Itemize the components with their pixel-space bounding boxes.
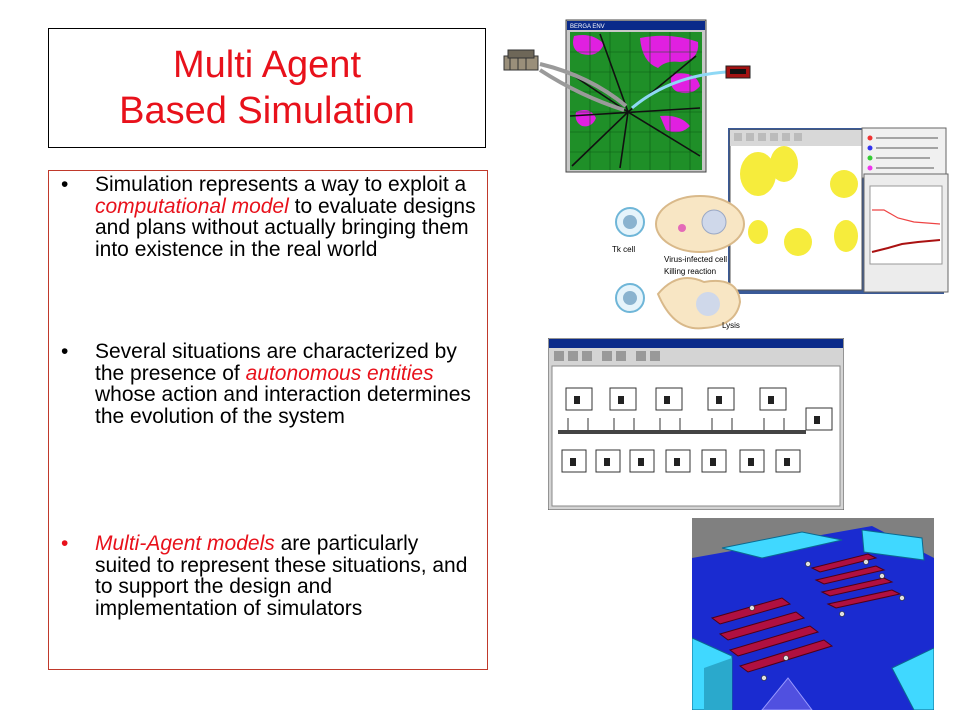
bullet-text: Several situations are characterized by … (95, 340, 471, 428)
bullet-multi-agent-models: • Multi-Agent models are particularly su… (61, 533, 479, 619)
highlight-computational-model: computational model (95, 194, 289, 218)
bullet-simulation: • Simulation represents a way to exploit… (61, 174, 479, 260)
tk-cell-label: Tk cell (612, 245, 635, 254)
map-window-title: BERGA ENV (570, 24, 605, 30)
tk-cell-icon (615, 207, 645, 237)
workflow-simulation-image (548, 338, 844, 510)
bullet-text: Multi-Agent models are particularly suit… (95, 532, 468, 620)
virus-cell-icon (655, 195, 745, 253)
bullet-marker: • (61, 340, 69, 363)
lysis-cell-icon (615, 277, 742, 330)
bullet-marker: • (61, 532, 69, 555)
cell-simulation-image: Tk cell Virus-infected cell Killing reac… (608, 124, 952, 336)
slide-title-line2: Based Simulation (119, 90, 415, 132)
bullet-text: Simulation represents a way to exploit a… (95, 173, 476, 261)
virus-cell-label: Virus-infected cell (664, 255, 727, 264)
highlight-autonomous-entities: autonomous entities (245, 361, 434, 385)
map-simulation-image: BERGA ENV (500, 16, 752, 176)
slide-title-box: Multi Agent Based Simulation (48, 28, 486, 148)
building-icon (503, 49, 539, 71)
killing-reaction-label: Killing reaction (664, 267, 716, 276)
slide-body-box: • Simulation represents a way to exploit… (48, 170, 488, 670)
warehouse-3d-image (692, 518, 934, 710)
bullet-marker: • (61, 173, 69, 196)
device-icon (725, 65, 751, 79)
lysis-label: Lysis (722, 321, 740, 330)
slide-title-line1: Multi Agent (173, 44, 361, 86)
bullet-autonomous-entities: • Several situations are characterized b… (61, 341, 479, 427)
highlight-multi-agent-models: Multi-Agent models (95, 532, 275, 555)
